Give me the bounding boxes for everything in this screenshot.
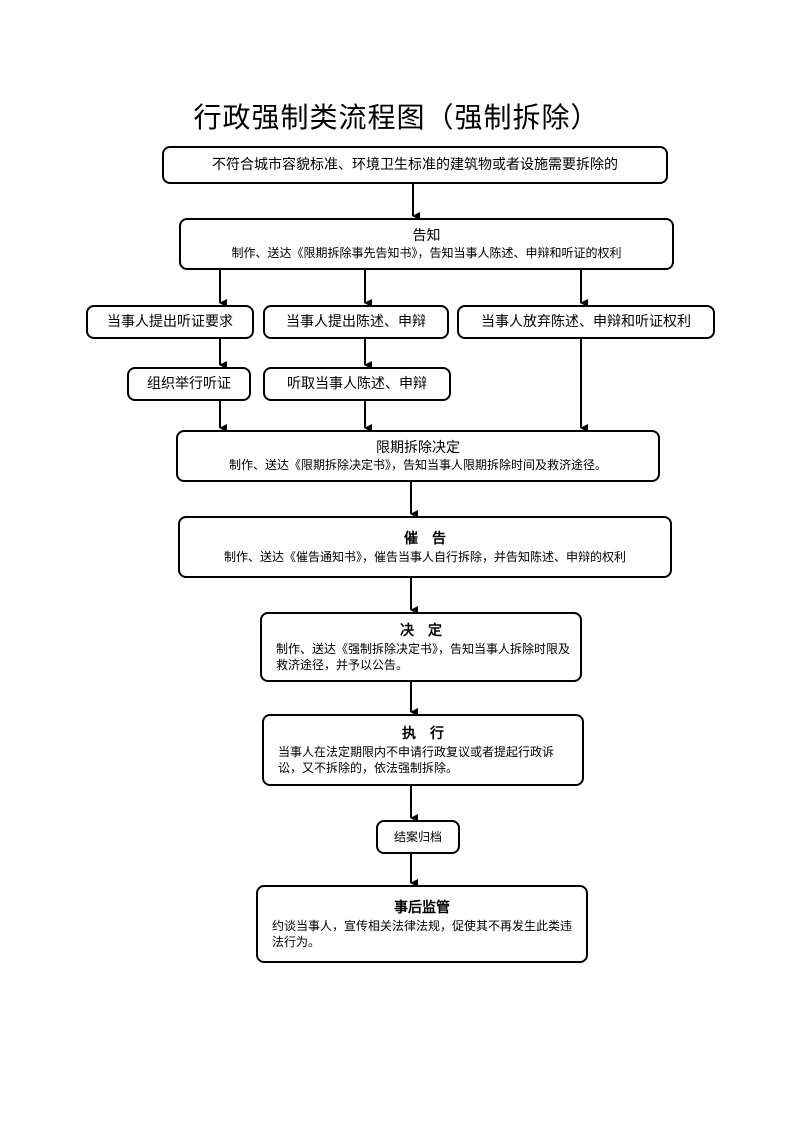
node-urge-body: 制作、送达《催告通知书》，催告当事人自行拆除，并告知陈述、申辩的权利 <box>223 550 626 564</box>
node-archive: 结案归档 <box>376 820 460 854</box>
node-statement-text: 当事人提出陈述、申辩 <box>286 314 426 330</box>
node-statement: 当事人提出陈述、申辩 <box>263 305 449 339</box>
node-listen-text: 听取当事人陈述、申辩 <box>287 376 427 392</box>
node-urge-title: 催 告 <box>404 531 446 547</box>
node-execute-title: 执 行 <box>402 726 444 742</box>
node-start-text: 不符合城市容貌标准、环境卫生标准的建筑物或者设施需要拆除的 <box>212 157 618 173</box>
node-hold-hearing-text: 组织举行听证 <box>147 376 231 392</box>
page-title: 行政强制类流程图（强制拆除） <box>193 101 600 134</box>
node-supervise-title: 事后监管 <box>394 900 450 916</box>
node-execute: 执 行 当事人在法定期限内不申请行政复议或者提起行政诉讼，又不拆除的，依法强制拆… <box>262 714 584 786</box>
node-notice-body: 制作、送达《限期拆除事先告知书》，告知当事人陈述、申辩和听证的权利 <box>231 246 622 260</box>
node-start: 不符合城市容貌标准、环境卫生标准的建筑物或者设施需要拆除的 <box>162 146 668 184</box>
node-supervise: 事后监管 约谈当事人，宣传相关法律法规，促使其不再发生此类违法行为。 <box>256 885 588 963</box>
node-hearing-request-text: 当事人提出听证要求 <box>107 314 233 330</box>
node-hold-hearing: 组织举行听证 <box>127 367 251 401</box>
node-hearing-request: 当事人提出听证要求 <box>86 305 254 339</box>
node-decide: 决 定 制作、送达《强制拆除决定书》，告知当事人拆除时限及救济途径，并予以公告。 <box>260 612 582 682</box>
node-supervise-body: 约谈当事人，宣传相关法律法规，促使其不再发生此类违法行为。 <box>272 919 573 949</box>
node-execute-body: 当事人在法定期限内不申请行政复议或者提起行政诉讼，又不拆除的，依法强制拆除。 <box>278 745 555 775</box>
node-decide-body: 制作、送达《强制拆除决定书》，告知当事人拆除时限及救济途径，并予以公告。 <box>276 642 571 672</box>
node-waive: 当事人放弃陈述、申辩和听证权利 <box>457 305 715 339</box>
node-archive-text: 结案归档 <box>393 830 442 844</box>
node-notice-title: 告知 <box>412 228 441 244</box>
node-deadline-body: 制作、送达《限期拆除决定书》，告知当事人限期拆除时间及救济途径。 <box>228 458 607 472</box>
node-deadline-title: 限期拆除决定 <box>376 440 460 456</box>
node-waive-text: 当事人放弃陈述、申辩和听证权利 <box>481 314 691 330</box>
node-listen: 听取当事人陈述、申辩 <box>263 367 451 401</box>
node-urge: 催 告 制作、送达《催告通知书》，催告当事人自行拆除，并告知陈述、申辩的权利 <box>178 516 672 578</box>
node-decide-title: 决 定 <box>400 623 442 639</box>
node-notice: 告知 制作、送达《限期拆除事先告知书》，告知当事人陈述、申辩和听证的权利 <box>179 218 674 270</box>
node-deadline-decision: 限期拆除决定 制作、送达《限期拆除决定书》，告知当事人限期拆除时间及救济途径。 <box>176 430 660 482</box>
